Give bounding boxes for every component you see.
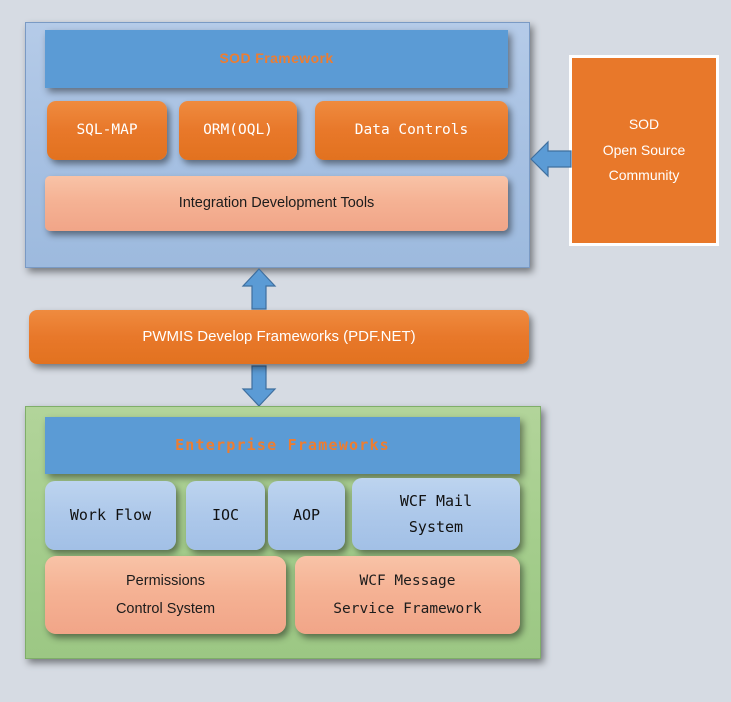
module-work-flow[interactable]: Work Flow [45, 481, 176, 550]
system-permissions-control[interactable]: Permissions Control System [45, 556, 286, 634]
pwmis-develop-frameworks-bar[interactable]: PWMIS Develop Frameworks (PDF.NET) [29, 310, 529, 364]
module-ioc[interactable]: IOC [186, 481, 265, 550]
arrow-left-icon [530, 140, 572, 178]
component-sql-map[interactable]: SQL-MAP [47, 101, 167, 160]
wcf-mail-line-1: WCF Mail [399, 491, 473, 510]
module-aop[interactable]: AOP [268, 481, 345, 550]
system-wcf-message-service-framework[interactable]: WCF Message Service Framework [295, 556, 520, 634]
arrow-down-icon [241, 365, 277, 407]
component-data-controls[interactable]: Data Controls [315, 101, 508, 160]
wcf-mail-line-2: System [408, 518, 464, 536]
module-wcf-mail-system[interactable]: WCF Mail System [352, 478, 520, 550]
enterprise-frameworks-header: Enterprise Frameworks [45, 417, 520, 474]
community-line-3: Community [608, 167, 680, 184]
community-line-2: Open Source [602, 141, 686, 158]
sod-framework-header: SOD Framework [45, 30, 508, 88]
permissions-line-2: Control System [115, 601, 216, 617]
community-line-1: SOD [628, 115, 660, 132]
permissions-line-1: Permissions [126, 572, 205, 589]
integration-development-tools[interactable]: Integration Development Tools [45, 176, 508, 231]
wcf-message-line-1: WCF Message [359, 572, 456, 589]
wcf-message-line-2: Service Framework [333, 601, 482, 617]
sod-open-source-community[interactable]: SOD Open Source Community [569, 55, 719, 246]
component-orm-oql[interactable]: ORM(OQL) [179, 101, 297, 160]
arrow-up-icon [241, 268, 277, 310]
